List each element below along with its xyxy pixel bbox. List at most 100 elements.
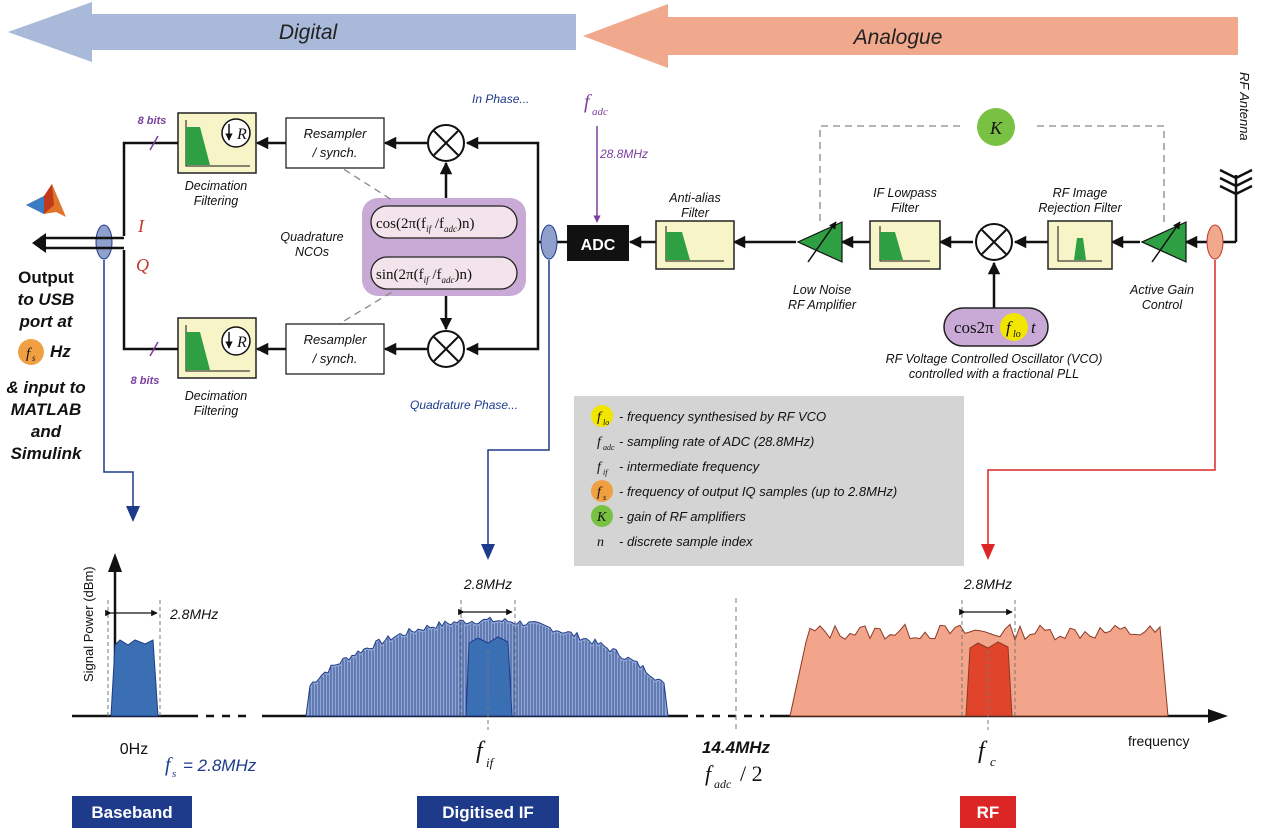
- if-band-dark: [465, 636, 513, 717]
- probe-arrow-baseband: [126, 506, 140, 522]
- analogue-banner: Analogue: [583, 4, 1238, 68]
- half-rate-label: 14.4MHz: [702, 738, 771, 757]
- output-arrowhead: [32, 233, 46, 253]
- section-baseband: Baseband: [72, 796, 192, 828]
- wire-q-output: [122, 250, 178, 351]
- quadrature-label-2: NCOs: [295, 245, 329, 259]
- rf-bw-label: 2.8MHz: [963, 576, 1012, 592]
- output-line-5: & input to: [6, 378, 85, 397]
- legend-text: - frequency synthesised by RF VCO: [619, 409, 826, 424]
- vco-f-symbol: f: [1006, 318, 1013, 337]
- legend-symbol: n: [597, 535, 604, 550]
- if-probe: [540, 224, 558, 260]
- adc-block: ADC: [567, 225, 629, 261]
- wire-to-i-mixer: [465, 136, 540, 242]
- vco-oscillator: cos2π f lo t: [943, 307, 1049, 347]
- quadrature-phase-label: Quadrature Phase...: [410, 398, 518, 412]
- legend-symbol: f: [597, 485, 603, 500]
- quadrature-nco-block: cos(2π(fif /fadc)n) sin(2π(fif /fadc)n): [362, 198, 526, 296]
- probe-line-if: [487, 260, 550, 548]
- legend-symbol: f: [597, 410, 603, 425]
- decimation-filter-q: R: [177, 317, 257, 379]
- section-rf: RF: [960, 796, 1016, 828]
- fs-sub: s: [172, 768, 176, 780]
- probe-arrow-rf: [981, 544, 995, 560]
- i-mixer: [427, 124, 465, 162]
- if-lowpass-label-2: Filter: [891, 201, 920, 215]
- q-mixer: [427, 330, 465, 368]
- bits-q-label: 8 bits: [131, 375, 160, 387]
- digital-banner: Digital: [8, 2, 576, 62]
- output-double-line: [40, 236, 124, 250]
- fif-symbol: f: [476, 738, 486, 764]
- output-fs-sub: s: [32, 353, 36, 363]
- decimation-i-label-2: Filtering: [194, 194, 239, 208]
- adc-label: ADC: [581, 237, 616, 254]
- zero-hz-label: 0Hz: [120, 741, 148, 758]
- baseband-band: [110, 639, 159, 717]
- if-lowpass-label-1: IF Lowpass: [873, 186, 937, 200]
- legend-subscript: lo: [603, 418, 609, 427]
- anti-alias-filter: [655, 220, 735, 270]
- resampler-q-label-2: / synch.: [312, 351, 358, 366]
- output-line-6: MATLAB: [11, 400, 82, 419]
- fadc-symbol: f: [705, 761, 714, 786]
- legend-item: n- discrete sample index: [597, 534, 753, 550]
- lna-label-1: Low Noise: [793, 283, 851, 297]
- vco-t-symbol: t: [1031, 318, 1037, 337]
- bb-bw-label: 2.8MHz: [169, 606, 218, 622]
- decimation-i-label-1: Decimation: [185, 179, 248, 193]
- nco-sin-text: sin(2π(fif /fadc)n): [376, 267, 472, 285]
- active-gain-control-amplifier: [1140, 221, 1187, 263]
- rf-mixer: [975, 223, 1013, 261]
- wire-i-output: [122, 141, 178, 236]
- low-noise-amplifier: [796, 221, 843, 263]
- x-axis-label: frequency: [1128, 733, 1189, 749]
- vco-f-sub: lo: [1013, 329, 1021, 340]
- probe-arrow-if: [481, 544, 495, 560]
- rf-image-label-1: RF Image: [1053, 186, 1108, 200]
- output-line-2: to USB: [18, 290, 75, 309]
- legend-text: - intermediate frequency: [619, 459, 761, 474]
- section-rf-label: RF: [977, 803, 1000, 822]
- legend-item: K- gain of RF amplifiers: [591, 505, 746, 527]
- section-digitised-if: Digitised IF: [417, 796, 559, 828]
- fif-sub: if: [486, 755, 496, 770]
- vco-label-1: RF Voltage Controlled Oscillator (VCO): [886, 352, 1103, 366]
- legend-badge: [591, 505, 613, 527]
- output-description: Output to USB port at f s Hz & input to …: [6, 268, 85, 463]
- resampler-i: Resampler / synch.: [285, 117, 385, 169]
- output-line-7: and: [31, 422, 62, 441]
- y-axis-arrowhead: [108, 553, 122, 572]
- baseband-probe: [95, 224, 113, 260]
- if-bw-label: 2.8MHz: [463, 576, 512, 592]
- q-label: Q: [136, 255, 149, 275]
- rf-antenna-icon: [1219, 168, 1253, 242]
- legend-text: - sampling rate of ADC (28.8MHz): [619, 434, 814, 449]
- matlab-logo-icon: [26, 184, 66, 217]
- anti-alias-label-1: Anti-alias: [668, 191, 720, 205]
- fadc-clock-sub: adc: [592, 106, 608, 118]
- rf-image-label-2: Rejection Filter: [1038, 201, 1122, 215]
- decimation-filter-i: R: [177, 112, 257, 174]
- decimation-q-label-1: Decimation: [185, 389, 248, 403]
- bus-slash-i: [149, 135, 159, 151]
- legend-subscript: adc: [603, 443, 615, 452]
- legend-text: - frequency of output IQ samples (up to …: [619, 484, 897, 499]
- fs-symbol: f: [165, 754, 173, 776]
- rf-antenna-label: RF Antenna: [1237, 72, 1252, 141]
- if-lowpass-filter: [869, 220, 941, 270]
- resampler-q: Resampler / synch.: [285, 323, 385, 375]
- in-phase-label: In Phase...: [472, 92, 529, 106]
- spectrum-plot: Signal Power (dBm) frequency 2.8MHz 0Hz …: [72, 553, 1228, 791]
- fs-eq: = 2.8MHz: [183, 756, 257, 775]
- probe-line-rf: [987, 260, 1216, 548]
- legend-badge: [591, 405, 613, 427]
- fadc-clock-rate: 28.8MHz: [599, 147, 648, 161]
- bits-i-label: 8 bits: [138, 115, 167, 127]
- fadc-div: / 2: [740, 761, 763, 786]
